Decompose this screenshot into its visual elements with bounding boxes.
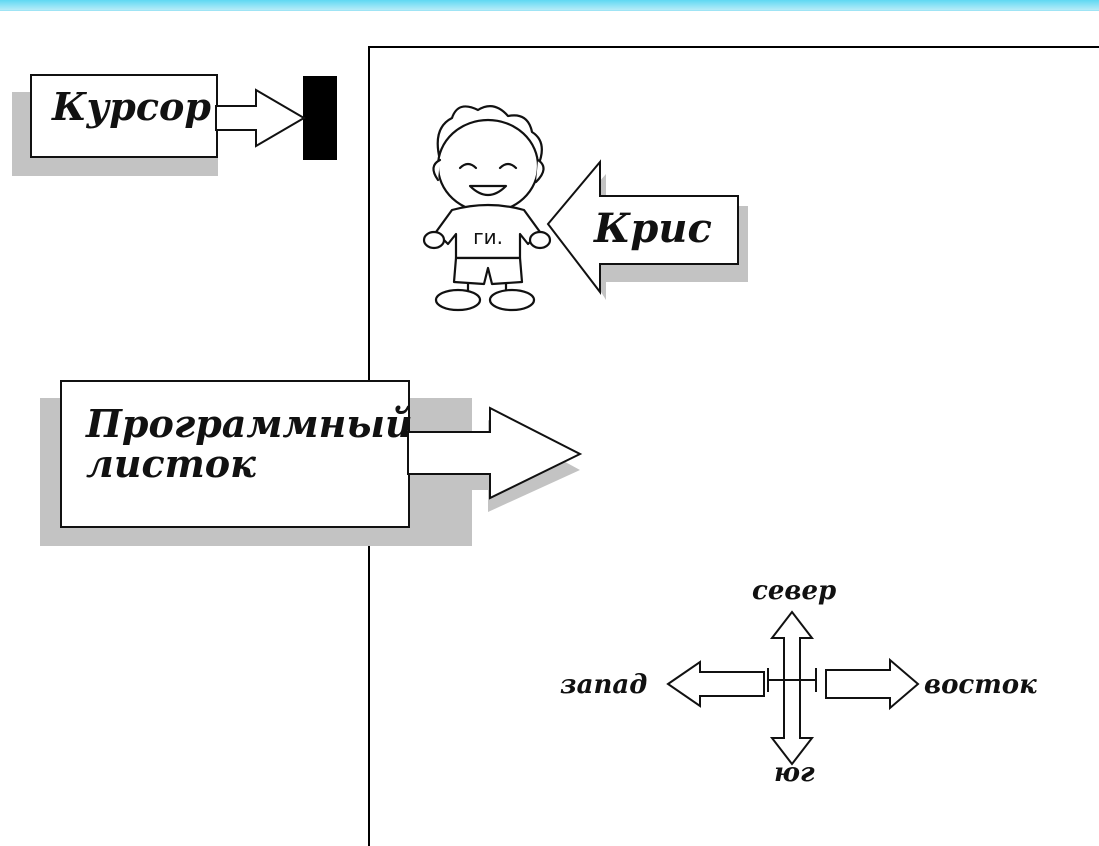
- compass-south-label: юг: [774, 758, 815, 788]
- program-sheet-label-line2: листок: [86, 441, 256, 486]
- compass-east-label: восток: [924, 670, 1037, 700]
- diagram-shapes: ги.: [215, 88, 920, 766]
- compass-icon: [666, 610, 920, 766]
- compass-west-label: запад: [560, 670, 648, 700]
- program-sheet-label-line1: Программный: [86, 401, 413, 446]
- cursor-label-box: Курсор: [30, 74, 218, 158]
- program-sheet-label-box: Программный листок: [60, 380, 413, 528]
- cursor-block: [303, 76, 337, 160]
- chris-label: Крис: [594, 205, 712, 252]
- boy-figure-icon: [422, 105, 552, 312]
- top-accent-bar: [0, 0, 1099, 10]
- boy-shirt-text: ги.: [473, 225, 503, 249]
- cursor-label: Курсор: [52, 84, 211, 129]
- top-accent-line: [0, 10, 1099, 11]
- arrow-right-icon: [407, 406, 583, 500]
- arrow-left-icon: [546, 159, 739, 295]
- arrow-right-icon: [215, 88, 306, 148]
- compass-north-label: север: [752, 576, 837, 606]
